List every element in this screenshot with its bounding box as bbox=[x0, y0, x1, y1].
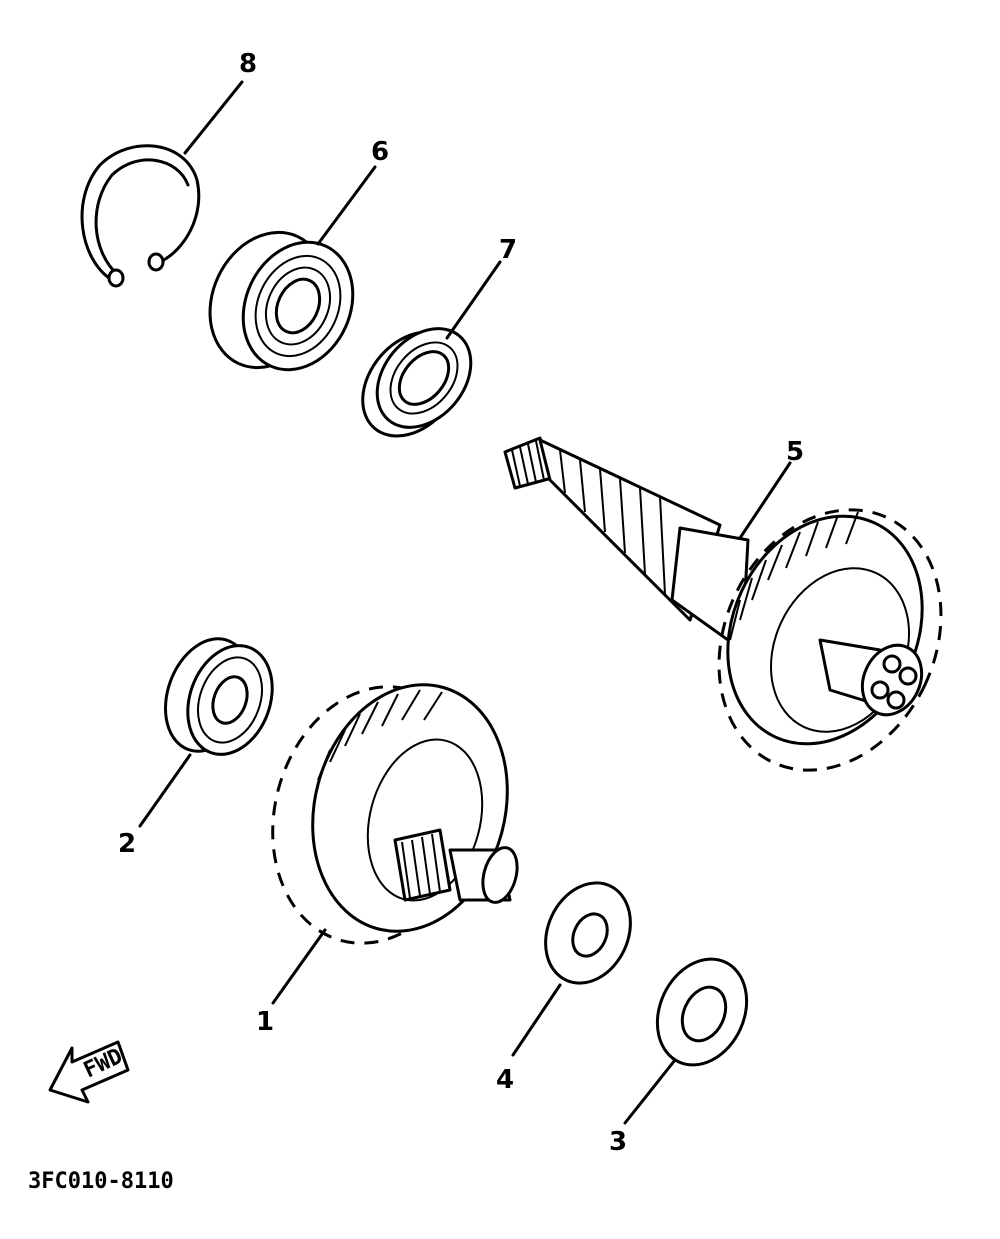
callout-8: 8 bbox=[239, 49, 257, 79]
part-1-gear bbox=[271, 683, 519, 945]
callout-4: 4 bbox=[496, 1065, 514, 1095]
part-2-bearing bbox=[163, 637, 274, 756]
part-4-washer bbox=[544, 881, 632, 985]
forward-arrow-icon: FWD bbox=[48, 1040, 130, 1104]
leader-lines bbox=[138, 80, 792, 1125]
callout-5: 5 bbox=[786, 437, 804, 467]
part-5-shaft-gear bbox=[503, 436, 943, 772]
callout-1: 1 bbox=[256, 1007, 274, 1037]
callout-3: 3 bbox=[609, 1127, 627, 1157]
callout-6: 6 bbox=[371, 137, 389, 167]
part-8-circlip bbox=[80, 144, 201, 288]
part-3-washer bbox=[655, 957, 749, 1067]
diagram-code: 3FC010-8110 bbox=[28, 1169, 174, 1194]
part-6-bearing bbox=[208, 230, 355, 372]
callout-2: 2 bbox=[118, 829, 136, 859]
part-7-oil-seal bbox=[361, 327, 473, 438]
callout-7: 7 bbox=[499, 235, 517, 265]
